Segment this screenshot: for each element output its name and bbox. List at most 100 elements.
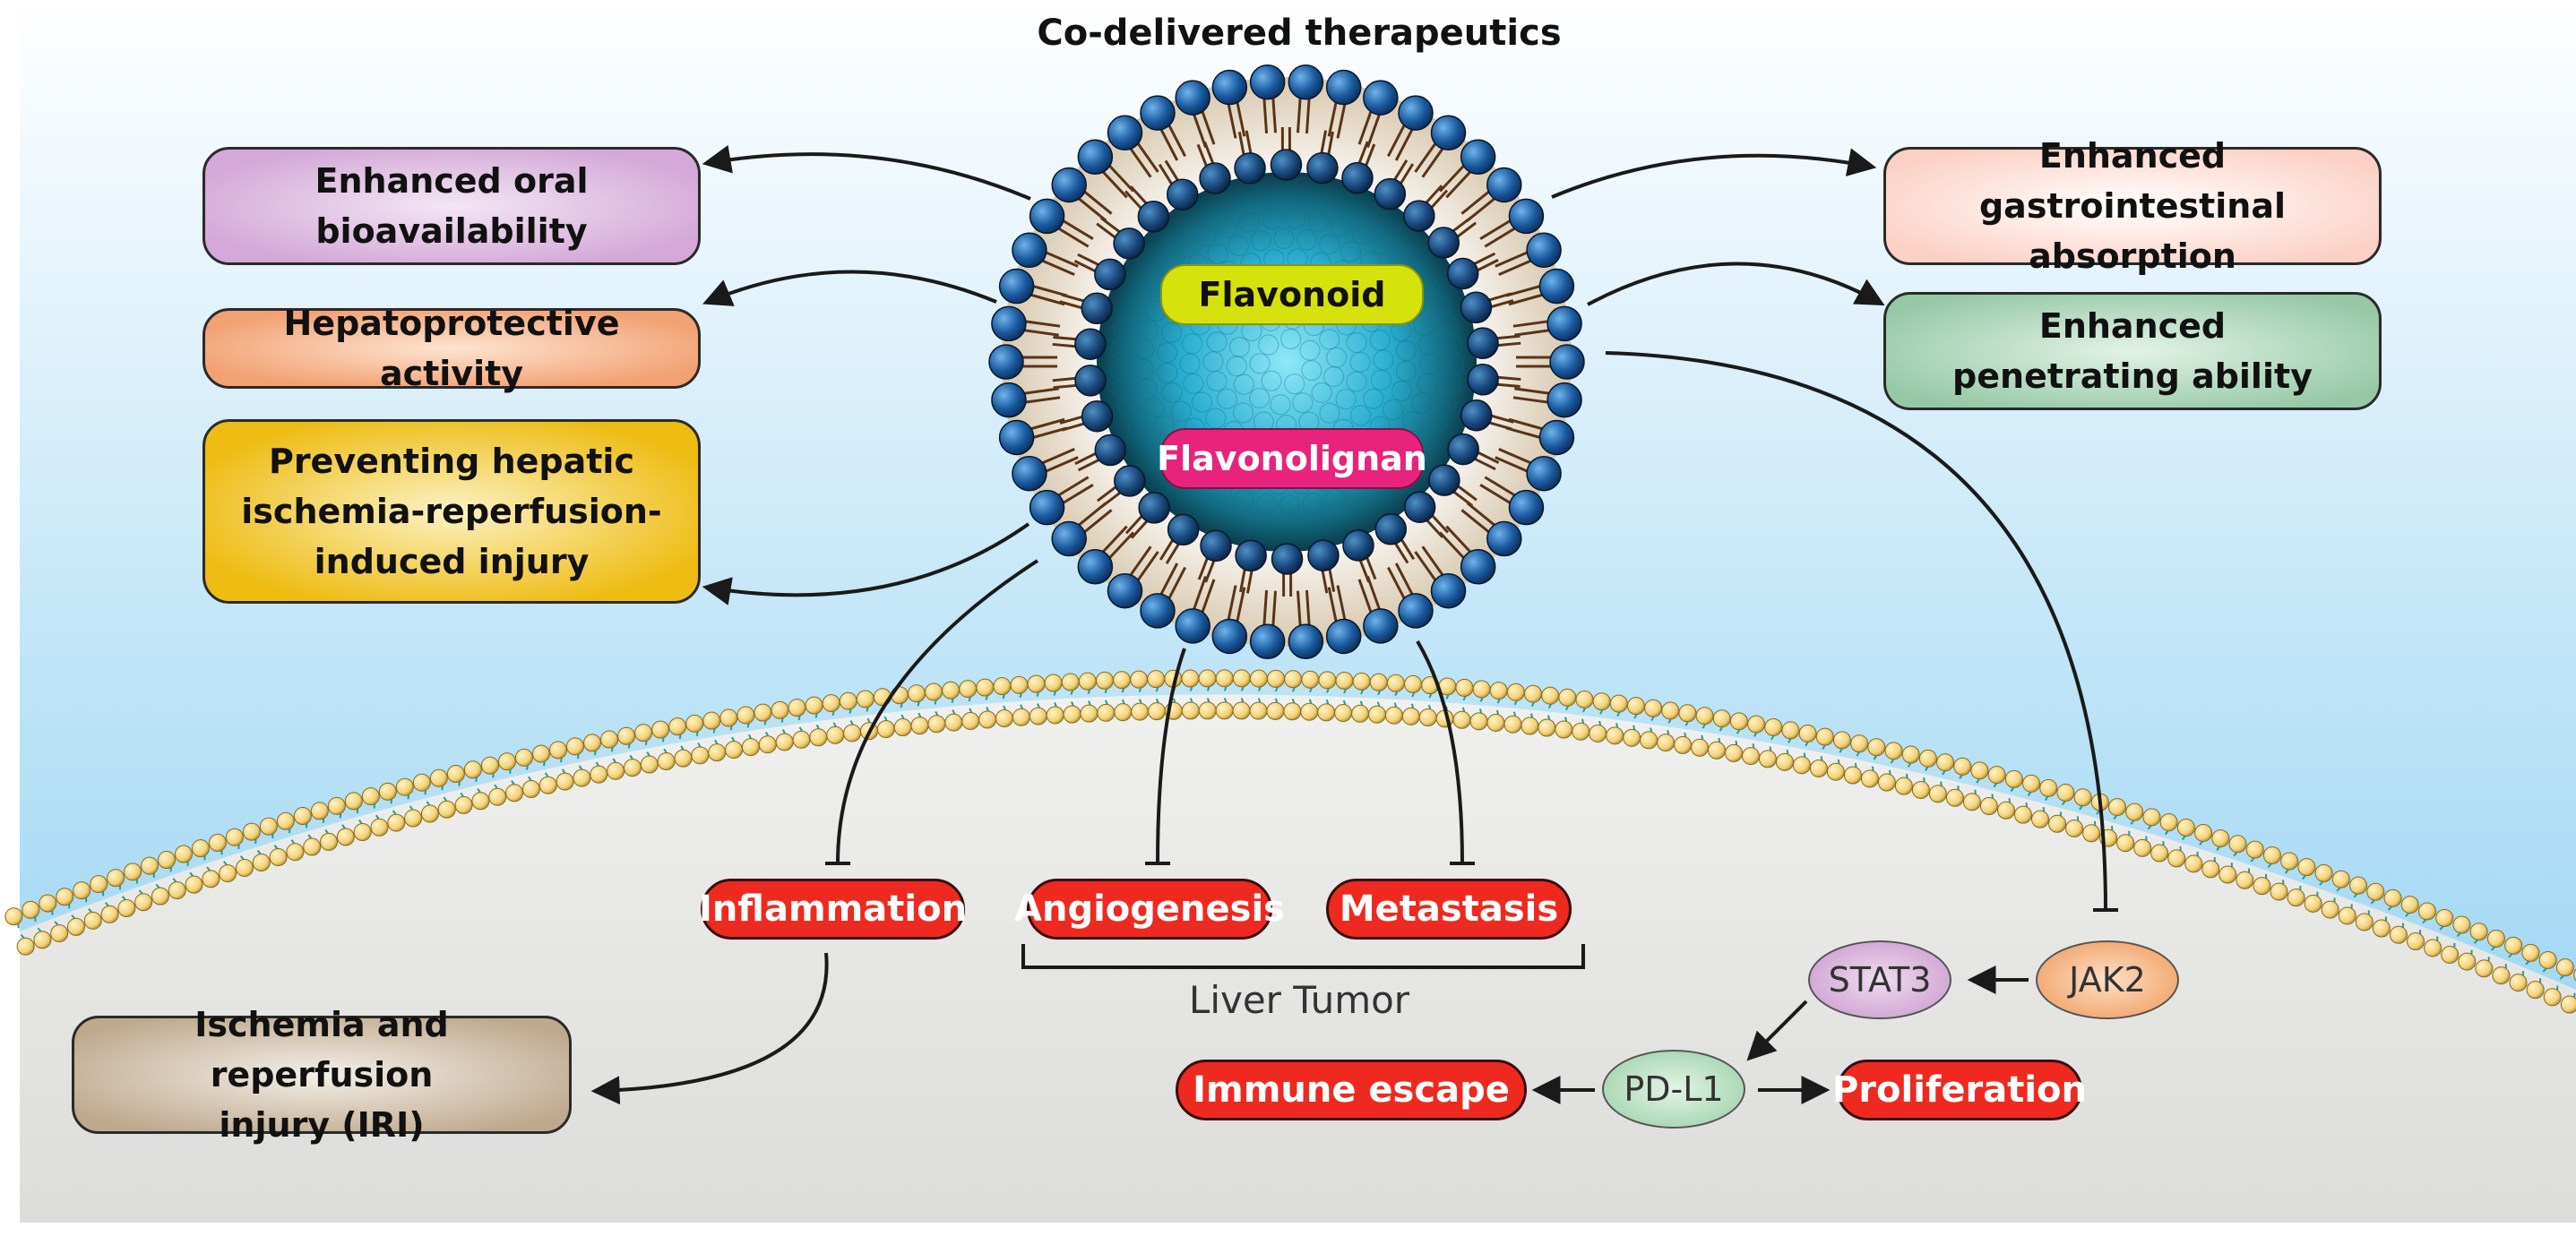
lipid-tail: [1387, 566, 1408, 604]
core-sphere: [1153, 415, 1175, 436]
lipid-tail: [1495, 249, 1532, 268]
core-sphere: [1395, 340, 1417, 362]
membrane-head: [531, 744, 550, 763]
core-sphere: [1157, 362, 1178, 383]
lipid-head-outer: [1363, 608, 1399, 644]
core-sphere: [1326, 347, 1348, 368]
core-sphere: [1417, 334, 1440, 356]
membrane-head: [995, 709, 1013, 728]
membrane-head: [2389, 925, 2408, 944]
lipid-head-outer: [1012, 455, 1047, 492]
membrane-head: [775, 733, 794, 751]
membrane-head: [1503, 715, 1522, 734]
membrane-head: [1575, 690, 1594, 708]
lipid-head-outer: [1211, 69, 1248, 106]
lipid-head-inner: [1374, 177, 1407, 210]
lipid-tail: [1366, 576, 1383, 614]
membrane-head: [134, 893, 153, 912]
core-sphere: [1340, 241, 1362, 262]
lipid-head-outer: [1107, 572, 1143, 609]
core-sphere: [1349, 351, 1371, 373]
lipid-tail: [1199, 579, 1216, 617]
lipid-tail: [1105, 161, 1135, 193]
membrane-head: [2372, 919, 2391, 938]
membrane-head: [617, 726, 636, 745]
membrane-head: [2013, 805, 2032, 824]
membrane-head: [826, 725, 845, 744]
membrane-head: [2486, 929, 2505, 948]
effect-hepatoprotective-label: Hepatoprotective activity: [283, 304, 620, 393]
membrane-head: [100, 905, 119, 923]
membrane-head: [2400, 896, 2419, 914]
lipid-head-outer: [1546, 305, 1582, 342]
membrane-head: [1901, 745, 1920, 764]
membrane-head: [16, 937, 35, 956]
membrane-head: [1691, 738, 1710, 757]
core-sphere: [1233, 489, 1254, 511]
membrane-head: [225, 828, 244, 846]
membrane-head: [2441, 945, 2460, 964]
lipid-head-inner: [1270, 149, 1303, 181]
membrane-head: [1078, 672, 1097, 691]
lipid-tail: [1058, 484, 1094, 507]
membrane-head: [2236, 871, 2254, 889]
membrane-head: [1918, 749, 1937, 768]
membrane-head: [1792, 756, 1811, 775]
membrane-head: [1987, 766, 2006, 785]
membrane-head: [336, 828, 355, 846]
membrane-head: [1606, 726, 1624, 745]
lipid-tail: [1041, 249, 1079, 268]
ischemia-reperfusion-injury: Ischemia and reperfusion injury (IRI): [72, 1005, 572, 1145]
core-sphere: [1127, 416, 1149, 438]
core-sphere: [1391, 380, 1413, 402]
core-sphere: [1206, 370, 1228, 392]
outcome-proliferation: Proliferation: [1832, 1060, 2087, 1120]
inhibit-jak2: [1605, 351, 2107, 911]
arrow-stat3-to-pdl1: [1746, 1000, 1808, 1061]
membrane-head: [1936, 753, 1955, 772]
membrane-head: [269, 848, 288, 867]
lipid-head-inner: [1166, 178, 1199, 210]
membrane-head: [83, 911, 102, 930]
membrane-head: [191, 839, 210, 858]
membrane-head: [22, 900, 40, 919]
lipid-head-outer: [1029, 489, 1065, 526]
effect-penetrating-ability: Enhanced penetrating ability: [1883, 292, 2382, 410]
membrane-head: [1657, 734, 1676, 752]
membrane-head: [1267, 669, 1286, 688]
membrane-head: [1541, 686, 1560, 705]
lipid-tail: [1235, 587, 1246, 627]
lipid-tail: [1133, 551, 1159, 585]
lipid-head-inner: [1081, 292, 1114, 325]
membrane-head: [908, 684, 926, 703]
core-sphere: [1207, 243, 1228, 265]
lipid-head-inner: [1074, 328, 1107, 360]
membrane-head: [771, 700, 789, 719]
membrane-head: [976, 678, 995, 697]
core-sphere: [1226, 356, 1247, 377]
membrane-head: [174, 845, 193, 863]
membrane-head: [1725, 743, 1744, 762]
lipid-tail: [1505, 426, 1545, 441]
inhibit-metastasis: [1416, 639, 1464, 864]
lipid-tail: [1438, 161, 1469, 193]
membrane-head: [2218, 865, 2237, 884]
lipid-tail: [1394, 124, 1416, 161]
membrane-head: [1198, 701, 1217, 720]
inhibit-angiogenesis: [1156, 648, 1186, 864]
core-sphere: [1179, 353, 1201, 374]
lipid-head-inner: [1138, 492, 1170, 524]
membrane-head: [2201, 860, 2220, 879]
membrane-head: [805, 696, 823, 715]
lipid-tail: [1498, 257, 1536, 276]
membrane-head: [1266, 701, 1285, 720]
lipid-tail: [1484, 476, 1520, 499]
lipid-head-inner: [1200, 529, 1232, 562]
membrane-head: [463, 760, 482, 779]
lipid-tail: [1158, 124, 1179, 161]
membrane-head: [303, 837, 322, 856]
membrane-head: [2366, 882, 2385, 901]
lipid-tail: [1366, 109, 1383, 148]
lipid-tail: [1271, 93, 1278, 133]
core-sphere: [1307, 210, 1330, 232]
